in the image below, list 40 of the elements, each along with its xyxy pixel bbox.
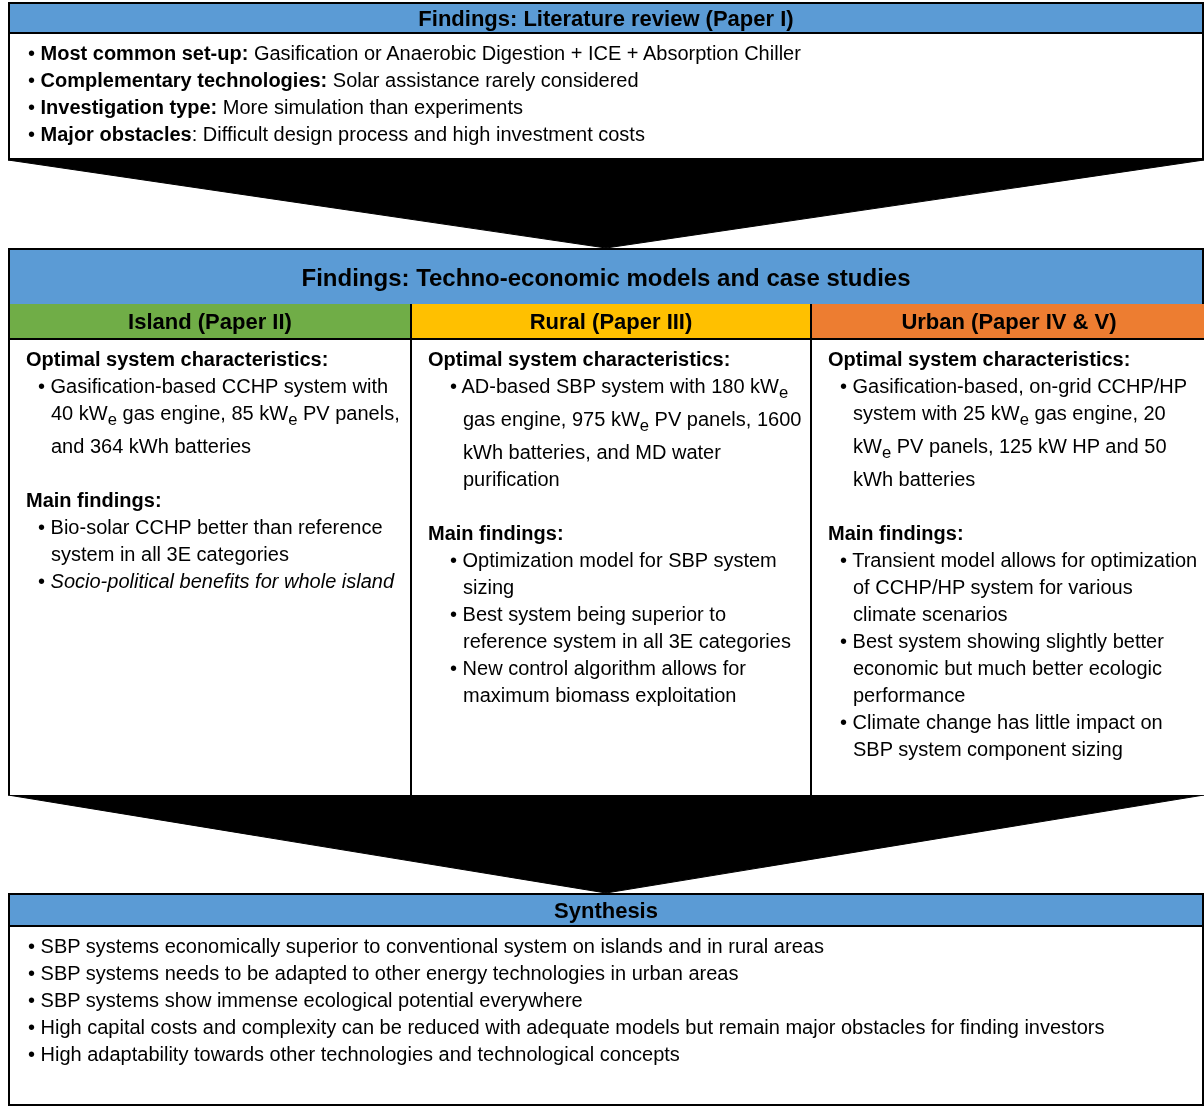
- header-bar: Rural (Paper III): [412, 304, 810, 340]
- chevron-arrow: [7, 159, 1204, 249]
- header-bar: Island (Paper II): [10, 304, 410, 340]
- column-panel: [412, 304, 812, 795]
- bullet-text: • Most common set-up: Gasification or Anaerobic Digestion + ICE + Absorption Chiller: [28, 41, 802, 66]
- bullet-text: • Gasification-based CCHP system with 40 kW$_{e}$ gas engine, 85 kW$_{e}$ PV panels, and 364 kWh batteries: [38, 374, 401, 459]
- section-heading: Optimal system characteristics:: [428, 347, 732, 372]
- findings-box: [8, 893, 1204, 1106]
- header-bar: Synthesis: [10, 895, 1202, 927]
- bullet-text: • SBP systems show immense ecological potential everywhere: [28, 988, 584, 1013]
- bullet-text: • High capital costs and complexity can be reduced with adequate models but remain major obstacles for finding investors: [28, 1015, 1106, 1040]
- section-heading: Optimal system characteristics:: [26, 347, 330, 372]
- column-panel: [10, 304, 412, 795]
- bullet-text: • Transient model allows for optimization of CCHP/HP system for various climate scenarios: [840, 548, 1199, 627]
- bullet-text: • Socio-political benefits for whole island: [38, 569, 396, 594]
- header-bar: Findings: Techno-economic models and case studies: [10, 250, 1202, 306]
- bullet-text: • AD-based SBP system with 180 kW$_{e}$ gas engine, 975 kW$_{e}$ PV panels, 1600 kWh batteries, and MD water purification: [450, 374, 803, 492]
- bullet-text: • Best system showing slightly better economic but much better ecologic performance: [840, 629, 1165, 708]
- section-heading: Main findings:: [26, 488, 163, 513]
- findings-panel: [8, 248, 1204, 795]
- bullet-text: • SBP systems economically superior to conventional system on islands and in rural areas: [28, 934, 825, 959]
- bullet-text: • Optimization model for SBP system sizing: [450, 548, 778, 600]
- bullet-text: • High adaptability towards other technologies and technological concepts: [28, 1042, 681, 1067]
- bullet-text: • Gasification-based, on-grid CCHP/HP system with 25 kW$_{e}$ gas engine, 20 kW$_{e}$ PV panels, 125 kW HP and 50 kWh batteries: [840, 374, 1188, 492]
- header-bar: Findings: Literature review (Paper I): [10, 4, 1202, 34]
- bullet-text: • SBP systems needs to be adapted to other energy technologies in urban areas: [28, 961, 740, 986]
- chevron-arrow: [7, 794, 1204, 894]
- header-bar: Urban (Paper IV & V): [812, 304, 1204, 340]
- bullet-text: • Complementary technologies: Solar assistance rarely considered: [28, 68, 640, 93]
- bullet-text: • Major obstacles: Difficult design process and high investment costs: [28, 122, 646, 147]
- column-panel: [812, 304, 1204, 795]
- findings-box: [8, 2, 1204, 160]
- section-heading: Optimal system characteristics:: [828, 347, 1132, 372]
- bullet-text: • Bio-solar CCHP better than reference system in all 3E categories: [38, 515, 384, 567]
- bullet-text: • New control algorithm allows for maximum biomass exploitation: [450, 656, 747, 708]
- bullet-text: • Climate change has little impact on SBP system component sizing: [840, 710, 1164, 762]
- section-heading: Main findings:: [828, 521, 965, 546]
- bullet-text: • Best system being superior to reference system in all 3E categories: [450, 602, 792, 654]
- bullet-text: • Investigation type: More simulation than experiments: [28, 95, 524, 120]
- section-heading: Main findings:: [428, 521, 565, 546]
